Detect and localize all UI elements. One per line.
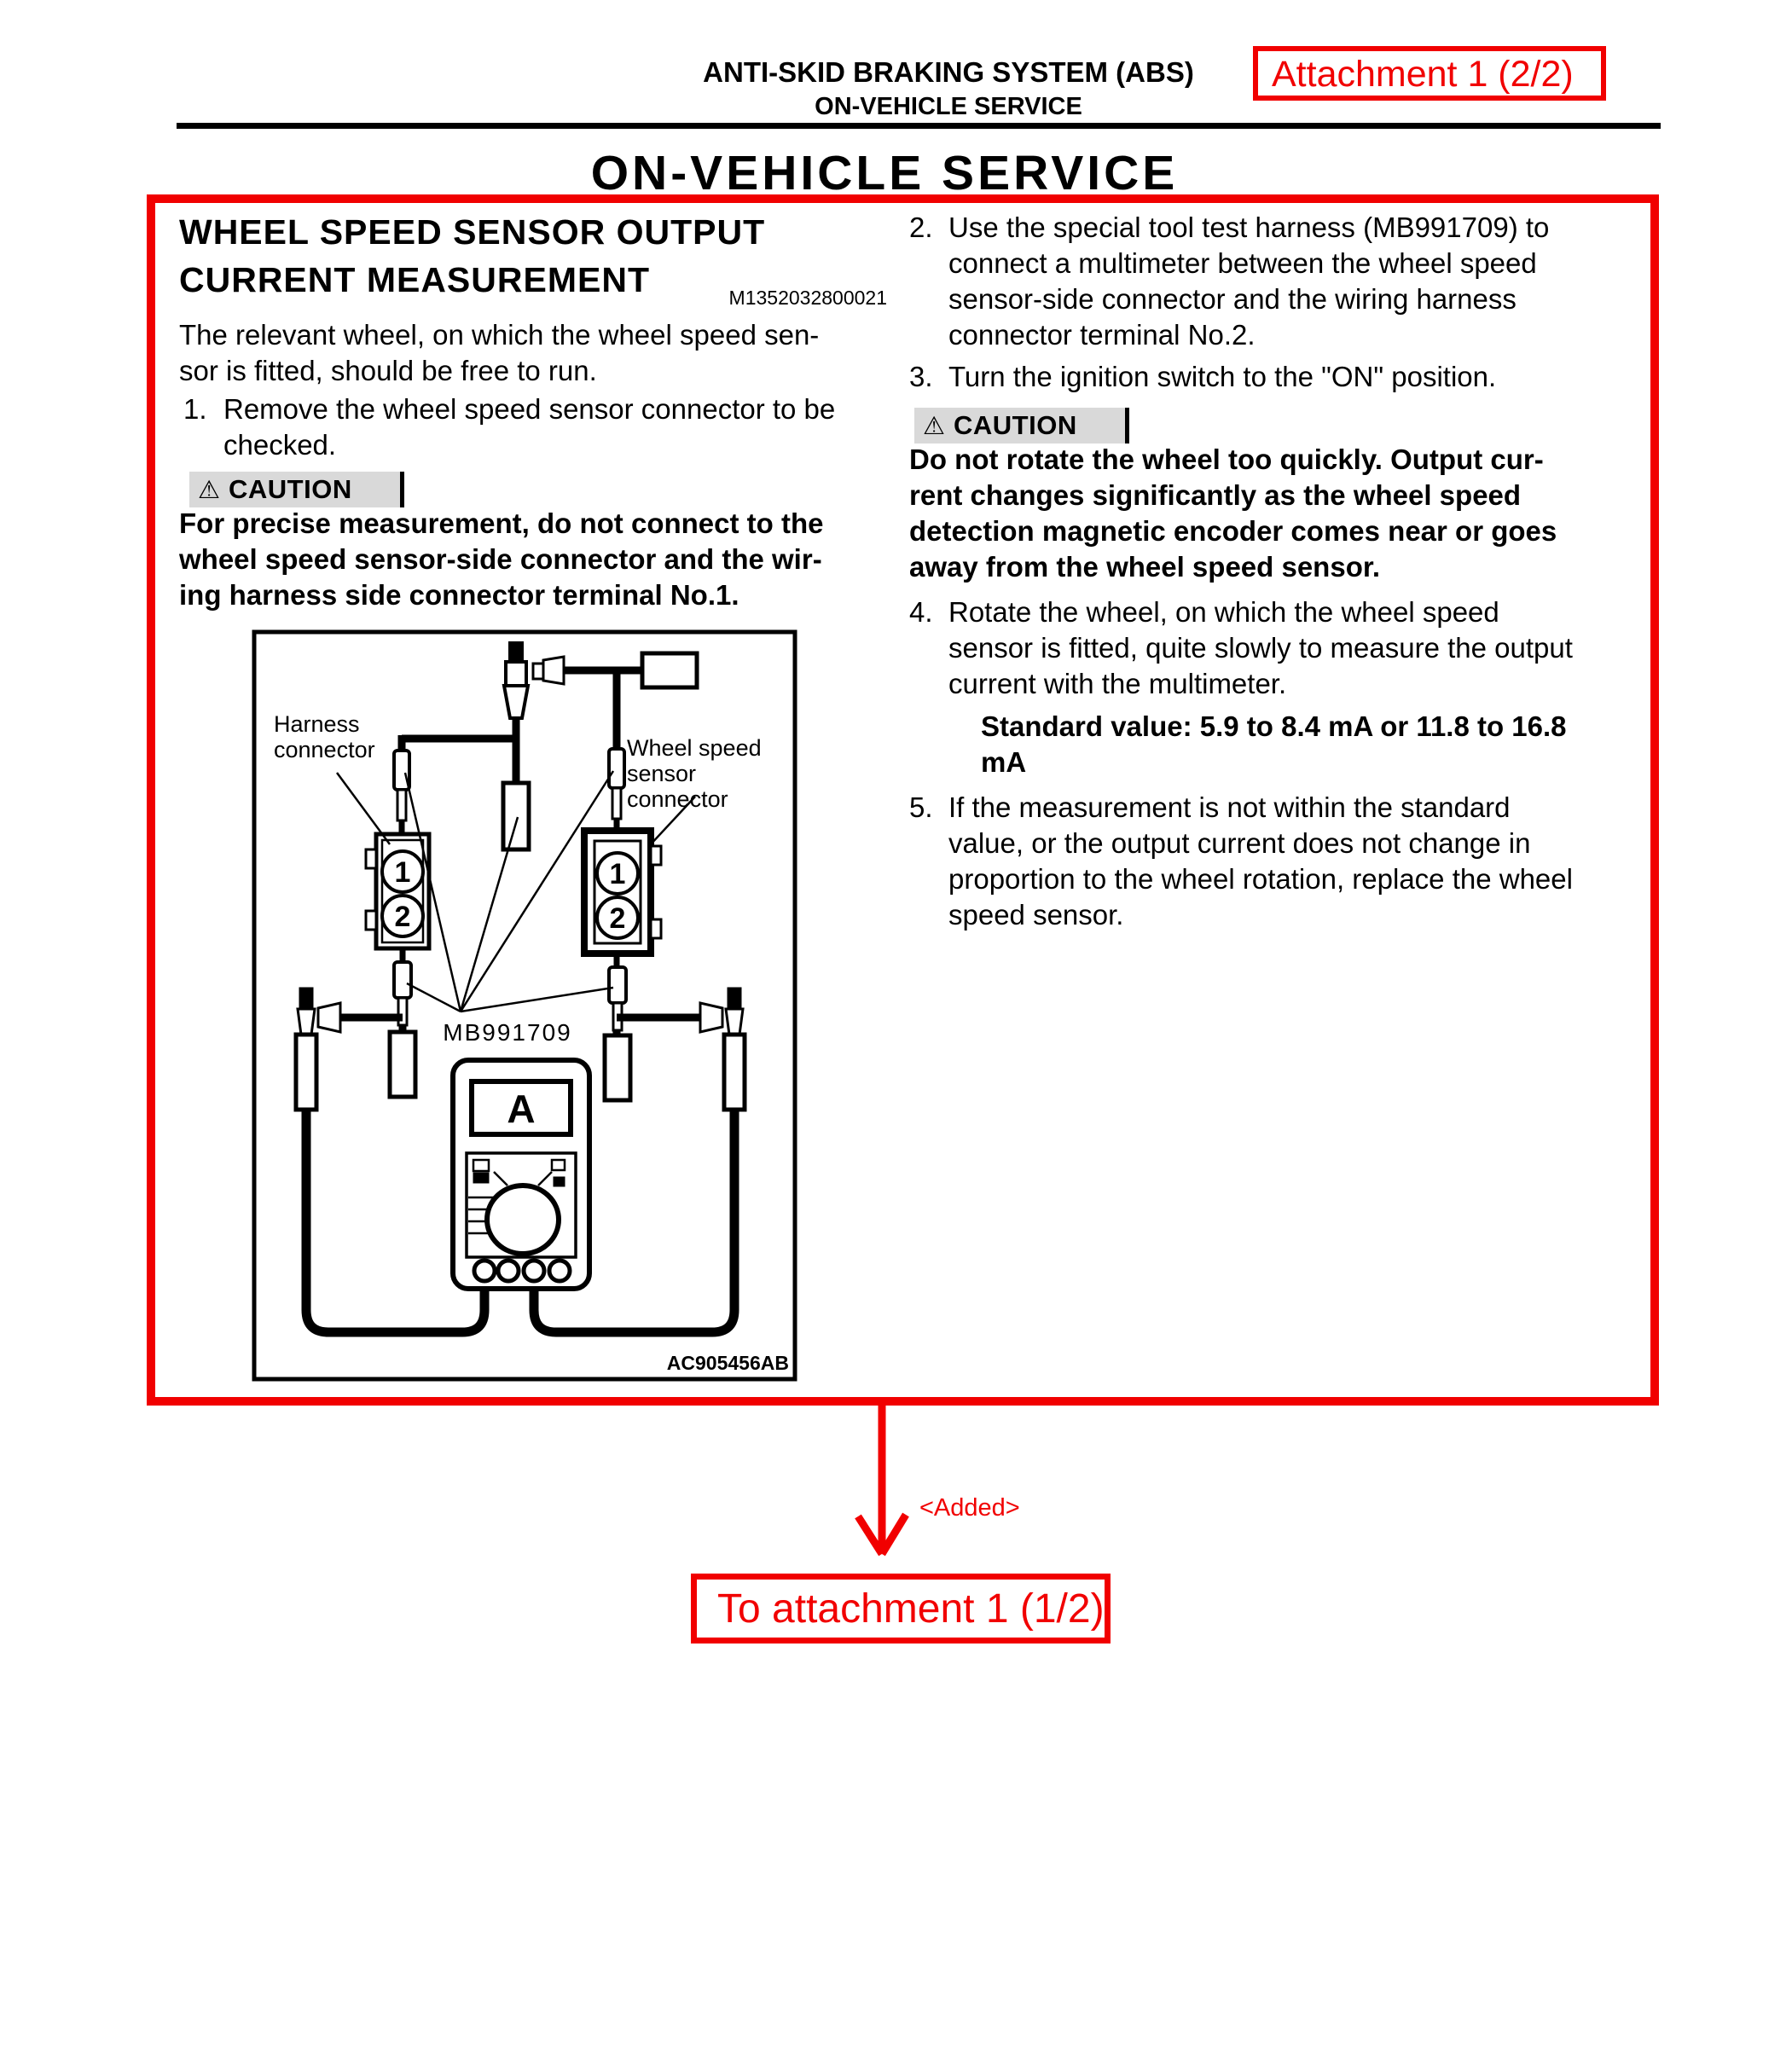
multimeter: A [450,1058,592,1291]
step4-text: Rotate the wheel, on which the wheel spe… [948,594,1573,702]
step5-line: If the measurement is not within the sta… [948,791,1511,823]
caution-right-line: detection magnetic encoder comes near or… [909,515,1557,547]
added-arrow [855,1404,909,1557]
running-header-line2: ON-VEHICLE SERVICE [815,93,1082,120]
step2-line: connector terminal No.2. [948,319,1256,351]
section-heading-line2: CURRENT MEASUREMENT [179,260,650,299]
step2-line: sensor-side connector and the wiring har… [948,283,1517,315]
intro-line: sor is fitted, should be free to run. [179,355,597,386]
step5-line: speed sensor. [948,899,1124,930]
sensor-connector-block: 1 2 [581,827,663,957]
bottom-probe-right [602,987,747,1112]
step2-text: Use the special tool test harness (MB991… [948,210,1549,353]
figure-code: AC905456AB [667,1352,789,1374]
test-harness-top-probe [501,641,699,852]
harness-terminal-1: 1 [395,856,411,889]
standard-value-line: mA [981,746,1027,778]
added-note: <Added> [919,1494,1020,1522]
caution-bar-left-label: CAUTION [229,474,352,504]
caution-text-right: Do not rotate the wheel too quickly. Out… [909,442,1557,585]
caution-text-left: For precise measurement, do not connect … [179,506,823,613]
caution-left-line: wheel speed sensor-side connector and th… [179,543,822,575]
step5-line: value, or the output current does not ch… [948,827,1531,859]
caution-right-line: away from the wheel speed sensor. [909,551,1381,583]
to-attachment-box: To attachment 1 (1/2) [691,1574,1111,1644]
meter-leads [301,1110,739,1337]
step1-number: 1. [183,393,207,425]
harness-terminal-2: 2 [395,901,411,933]
harness-connector-label: Harness connector [274,711,375,762]
to-attachment-label: To attachment 1 (1/2) [717,1586,1105,1632]
step1-line: Remove the wheel speed sensor connector … [223,393,836,425]
caution-right-line: rent changes significantly as the wheel … [909,479,1522,511]
step1-text: Remove the wheel speed sensor connector … [223,391,835,463]
section-heading-line1: WHEEL SPEED SENSOR OUTPUT [179,212,766,252]
callout-lines [335,770,696,1013]
tool-code-label: MB991709 [443,1019,571,1046]
running-header-line1: ANTI-SKID BRAKING SYSTEM (ABS) [703,56,1194,88]
warning-triangle-icon: ⚠ [923,410,945,440]
step5-number: 5. [909,791,933,823]
warning-triangle-icon: ⚠ [198,474,220,504]
step5-text: If the measurement is not within the sta… [948,790,1573,933]
sensor-terminal-1: 1 [610,858,626,890]
harness-connector-block: 1 2 [364,832,432,951]
multimeter-display: A [507,1087,535,1131]
step3-text: Turn the ignition switch to the "ON" pos… [948,359,1496,395]
page-title: ON-VEHICLE SERVICE [590,146,1179,200]
step2-line: connect a multimeter between the wheel s… [948,247,1537,279]
upper-inline-connectors [392,747,626,834]
caution-bar-right: ⚠ CAUTION [914,408,1129,443]
step3-number: 3. [909,361,933,392]
section-heading: WHEEL SPEED SENSOR OUTPUT CURRENT MEASUR… [179,208,765,304]
step2-line: Use the special tool test harness (MB991… [948,212,1550,243]
header-rule [177,123,1661,129]
intro-paragraph: The relevant wheel, on which the wheel s… [179,317,819,389]
attachment-badge-label: Attachment 1 (2/2) [1272,54,1574,95]
caution-left-line: For precise measurement, do not connect … [179,507,824,539]
caution-left-line: ing harness side connector terminal No.1… [179,579,739,611]
step4-line: sensor is fitted, quite slowly to measur… [948,632,1573,664]
step4-line: current with the multimeter. [948,668,1287,699]
step5-line: proportion to the wheel rotation, replac… [948,863,1573,895]
sensor-terminal-2: 2 [610,902,626,935]
caution-bar-left: ⚠ CAUTION [189,472,404,507]
bottom-probe-left [293,987,418,1112]
sensor-connector-label: Wheel speed sensor connector [627,735,768,812]
step3-line: Turn the ignition switch to the "ON" pos… [948,361,1497,392]
attachment-badge: Attachment 1 (2/2) [1253,46,1606,101]
intro-line: The relevant wheel, on which the wheel s… [179,319,820,351]
caution-bar-right-label: CAUTION [954,410,1077,440]
step4-line: Rotate the wheel, on which the wheel spe… [948,596,1499,628]
running-header: ANTI-SKID BRAKING SYSTEM (ABS) ON-VEHICL… [522,55,1375,123]
step4-number: 4. [909,596,933,628]
standard-value: Standard value: 5.9 to 8.4 mA or 11.8 to… [981,709,1567,780]
standard-value-line: Standard value: 5.9 to 8.4 mA or 11.8 to… [981,710,1567,742]
caution-right-line: Do not rotate the wheel too quickly. Out… [909,443,1544,475]
doc-code: M1352032800021 [728,287,887,309]
wiring-diagram: 1 2 1 2 [252,629,797,1382]
step2-number: 2. [909,212,933,243]
harness-wires [397,670,621,751]
revision-frame [147,194,1659,1406]
step1-line: checked. [223,429,337,461]
